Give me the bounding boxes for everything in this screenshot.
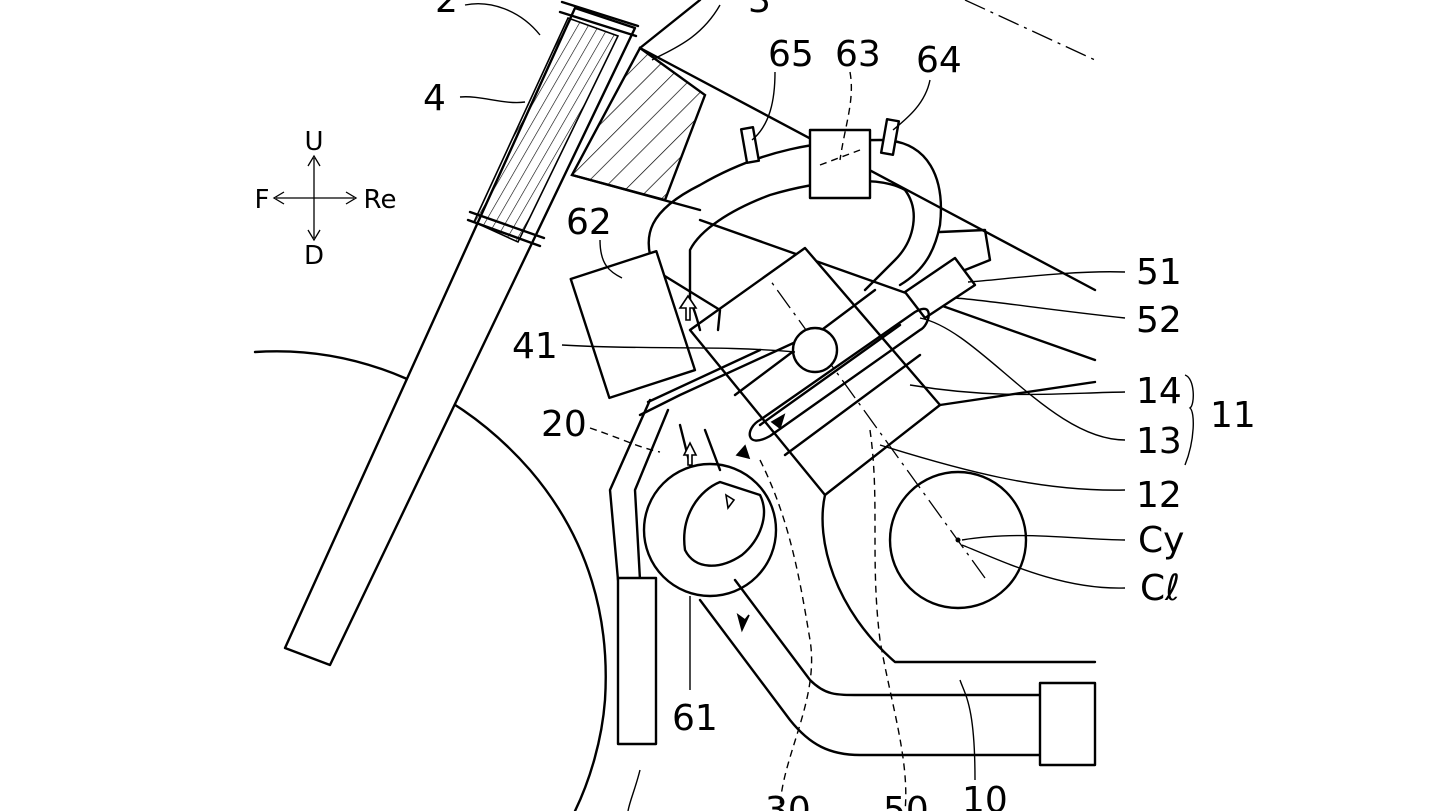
- silencer: [616, 576, 658, 746]
- dir-down-label: D: [304, 241, 324, 271]
- exhaust-pipe: [698, 598, 1042, 757]
- sensor-65: [739, 126, 761, 164]
- flow-arrows: [678, 294, 786, 633]
- front-fork: [283, 0, 640, 667]
- label-62: 62: [566, 202, 612, 243]
- label-51: 51: [1136, 252, 1182, 293]
- crankshaft-circle: [888, 470, 1028, 610]
- label-61: 61: [672, 698, 718, 739]
- pipe-41: [748, 307, 930, 442]
- label-30: 30: [765, 790, 811, 811]
- canister-62: [569, 249, 697, 400]
- frame-centerline: [964, 0, 1096, 61]
- direction-indicator: U D F Re: [255, 127, 397, 271]
- exhaust-end: [1038, 681, 1097, 767]
- label-3: 3: [748, 0, 771, 21]
- crankcase-lower: [938, 380, 1097, 407]
- label-20: 20: [541, 404, 587, 445]
- exhaust-inner: [759, 459, 813, 811]
- label-11: 11: [1210, 395, 1256, 436]
- label-10: 10: [962, 780, 1008, 811]
- label-50: 50: [883, 790, 929, 811]
- valve-63: [808, 128, 872, 200]
- label-cy: Cy: [1138, 520, 1184, 561]
- label-64: 64: [916, 40, 962, 81]
- crankcase: [821, 493, 1097, 664]
- element-51-52: [903, 228, 992, 320]
- duct-20: [608, 398, 722, 582]
- label-2: 2: [435, 0, 458, 21]
- label-12: 12: [1136, 475, 1182, 516]
- leader-lines: [459, 3, 1194, 811]
- pulley-61: [642, 462, 778, 598]
- sensor-64: [879, 118, 901, 156]
- label-41: 41: [512, 326, 558, 367]
- dir-rear-label: Re: [364, 185, 397, 215]
- label-4: 4: [423, 78, 446, 119]
- label-13: 13: [1136, 421, 1182, 462]
- label-52: 52: [1136, 300, 1182, 341]
- dir-up-label: U: [304, 127, 323, 157]
- label-63: 63: [835, 34, 881, 75]
- reference-labels: 2 3 4 65 63 64 62 41 20 51 52 14 13 11 1…: [423, 0, 1256, 811]
- front-wheel: [253, 350, 607, 811]
- label-14: 14: [1136, 371, 1182, 412]
- label-65: 65: [768, 34, 814, 75]
- dir-front-label: F: [255, 185, 270, 215]
- label-cl: Cℓ: [1140, 568, 1180, 609]
- frame-head-pipe: [570, 0, 1097, 362]
